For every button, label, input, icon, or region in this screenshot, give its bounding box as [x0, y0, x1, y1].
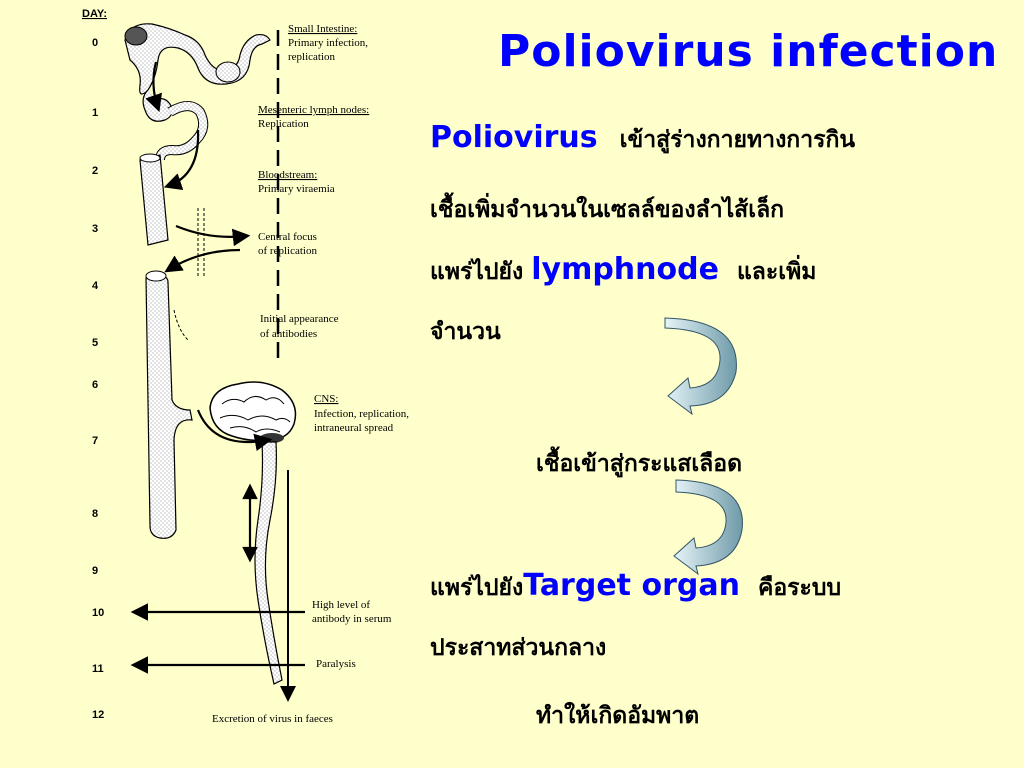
annotation-bloodstream-line1: Primary viraemia — [258, 183, 335, 195]
text-line-5: เชื้อเข้าสู่กระแสเลือด — [536, 451, 743, 477]
text-line-1-thai: เข้าสู่ร่างกายทางการกิน — [619, 127, 856, 153]
text-line-6-a: แพร่ไปยัง — [430, 575, 524, 601]
annotation-cns-line1: Infection, replication, — [314, 408, 409, 420]
annotation-high-antibody-line2: antibody in serum — [312, 613, 392, 625]
spinal-cord — [254, 441, 283, 685]
text-line-3: แพร่ไปยัง lymphnode และเพิ่ม — [430, 252, 816, 290]
day-label: 8 — [92, 508, 98, 520]
bloodstream-vessel-upper — [139, 153, 169, 246]
annotation-small-intestine-title: Small Intestine: — [288, 23, 357, 35]
day-label: 6 — [92, 379, 98, 391]
text-line-3-b: และเพิ่ม — [736, 259, 817, 285]
spread-arrows — [130, 61, 305, 674]
target-organ-term: Target organ — [523, 568, 740, 603]
day-label: 3 — [92, 223, 98, 235]
annotation-central-line1: Central focus — [258, 231, 317, 243]
brain-illustration — [209, 381, 297, 443]
text-line-4: จำนวน — [430, 319, 501, 345]
annotation-cns-line2: intraneural spread — [314, 422, 394, 434]
annotation-central-line2: of replication — [258, 245, 317, 257]
day-label: 5 — [92, 337, 98, 349]
annotation-antibodies-line1: Initial appearance — [260, 313, 339, 325]
curved-arrow-1 — [664, 317, 737, 416]
text-line-3-a: แพร่ไปยัง — [430, 259, 524, 285]
day-label: 7 — [92, 435, 98, 447]
annotation-small-intestine-line2: replication — [288, 51, 336, 63]
annotation-mesenteric-title: Mesenteric lymph nodes: — [258, 104, 369, 116]
poliovirus-term: Poliovirus — [430, 120, 598, 155]
day-label: 9 — [92, 565, 98, 577]
annotation-antibodies-line2: of antibodies — [260, 328, 317, 340]
day-label: 4 — [92, 280, 99, 292]
text-line-1: Poliovirus เข้าสู่ร่างกายทางการกิน — [430, 120, 855, 158]
annotation-high-antibody-line1: High level of — [312, 599, 370, 611]
text-line-6: แพร่ไปยังTarget organ คือระบบ — [430, 568, 841, 606]
text-line-8: ทำให้เกิดอัมพาต — [536, 703, 700, 729]
antibody-dotted-lines — [173, 208, 205, 341]
day-label: 0 — [92, 37, 98, 49]
text-line-6-b: คือระบบ — [757, 575, 842, 601]
annotation-paralysis: Paralysis — [316, 658, 356, 670]
annotation-small-intestine-line1: Primary infection, — [288, 37, 368, 49]
day-label: 10 — [92, 607, 104, 619]
annotation-excretion: Excretion of virus in faeces — [212, 713, 333, 725]
annotation-bloodstream-title: Bloodstream: — [258, 169, 317, 181]
text-line-7: ประสาทส่วนกลาง — [430, 635, 607, 661]
curved-arrow-2 — [673, 479, 743, 576]
lymphnode-term: lymphnode — [531, 252, 719, 287]
day-header: DAY: — [82, 8, 107, 20]
bloodstream-vessel-lower — [145, 270, 193, 539]
slide-title: Poliovirus infection — [498, 26, 999, 77]
small-intestine-illustration — [124, 23, 271, 161]
day-label: 1 — [92, 107, 98, 119]
text-line-2: เชื้อเพิ่มจำนวนในเซลล์ของลำไส้เล็ก — [430, 197, 785, 223]
day-label: 11 — [92, 663, 104, 675]
annotation-cns-title: CNS: — [314, 393, 338, 405]
annotation-mesenteric-line1: Replication — [258, 118, 309, 130]
day-label: 12 — [92, 709, 104, 721]
day-label: 2 — [92, 165, 98, 177]
